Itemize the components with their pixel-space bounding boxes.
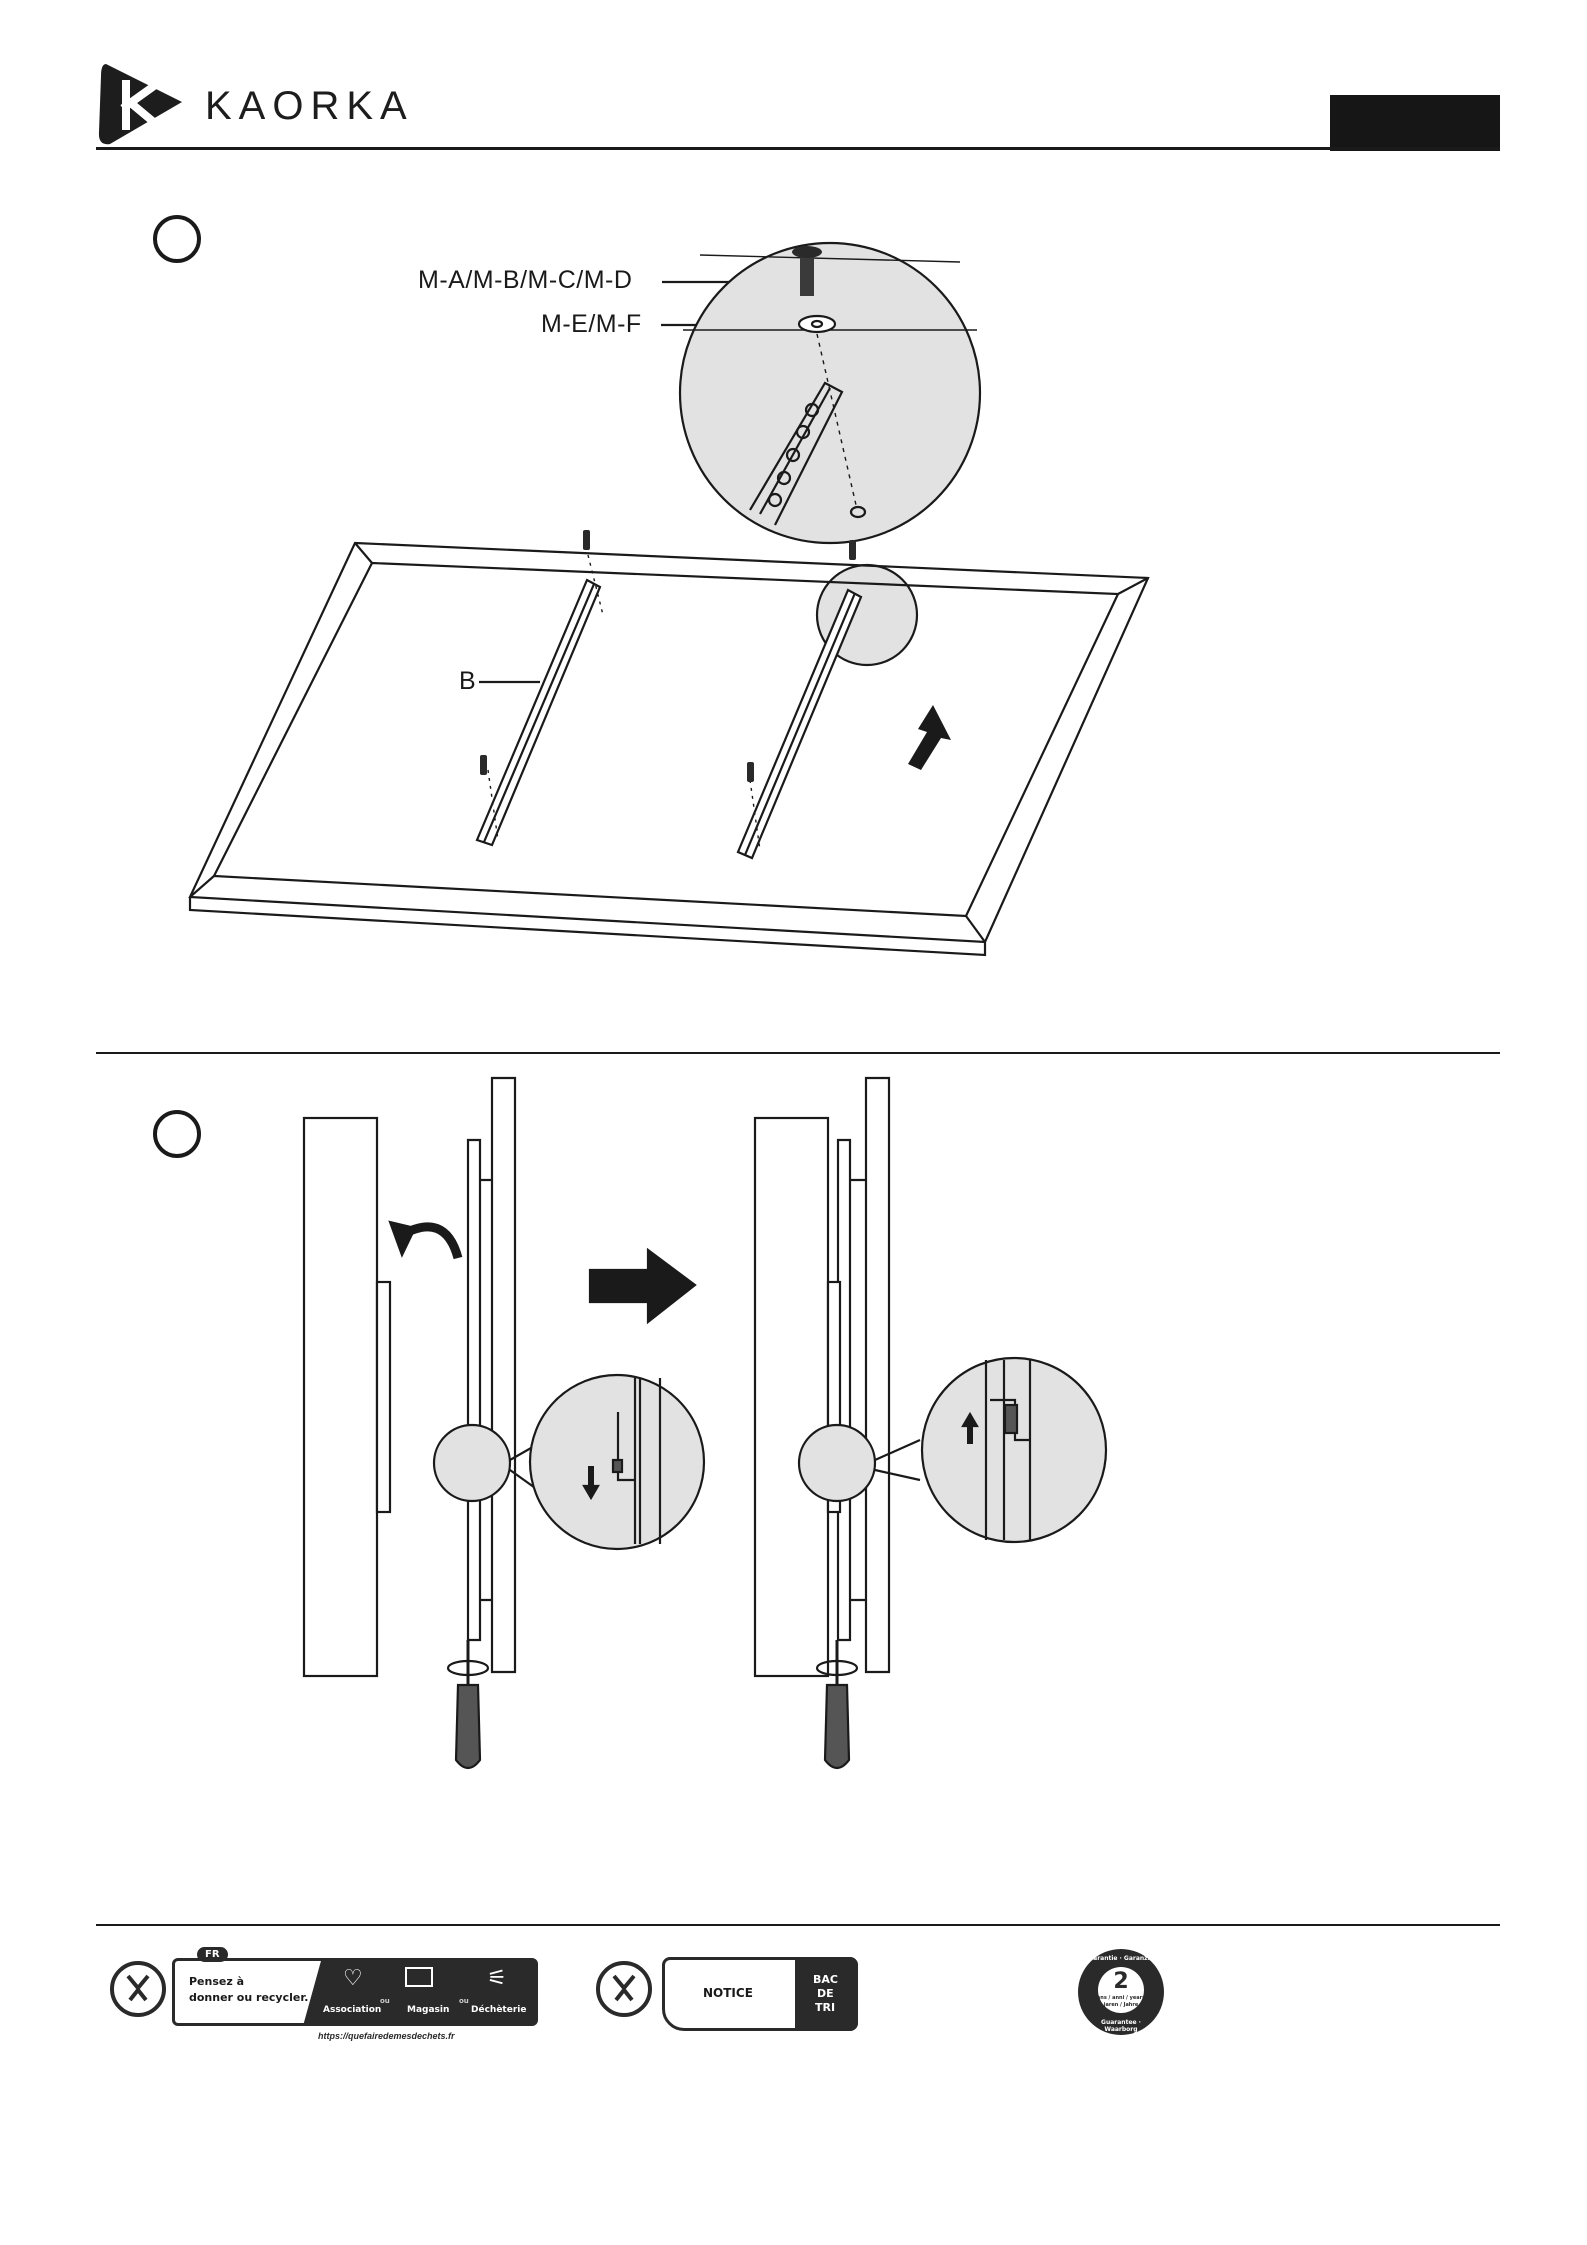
sorting-bin-icon: BAC DE TRI — [795, 1957, 858, 2031]
step-1-illustration — [0, 0, 1587, 1060]
section-divider-1 — [96, 1052, 1500, 1054]
option-association: Association — [323, 2005, 381, 2015]
warranty-units-2: jaren / Jahre — [1078, 2002, 1164, 2008]
option-magasin: Magasin — [407, 2005, 449, 2015]
or-separator-2: ou — [459, 1997, 469, 2005]
recycle-url[interactable]: https://quefairedemesdechets.fr — [318, 2031, 455, 2041]
warranty-ring-top: Garantie · Garanzia — [1084, 1955, 1158, 1962]
warranty-units: ans / anni / years — [1078, 1995, 1164, 2001]
warranty-number: 2 — [1078, 1969, 1164, 1994]
triman-recycle-icon-2 — [594, 1960, 654, 2018]
step-2-illustration — [0, 1060, 1587, 1790]
section-divider-2 — [96, 1924, 1500, 1926]
brush-icon: ⚟ — [487, 1965, 507, 1991]
heart-hand-icon: ♡ — [343, 1965, 363, 1991]
bin-line-2: DE — [817, 1987, 834, 2000]
shop-icon — [405, 1967, 433, 1987]
triman-recycle-icon — [108, 1960, 168, 2018]
bin-line-1: BAC — [813, 1973, 838, 1986]
recycle-message-line2: donner ou recycler. — [189, 1991, 308, 2004]
bin-line-3: TRI — [815, 2001, 835, 2014]
lang-tag-badge: FR — [197, 1947, 228, 1962]
notice-label: NOTICE — [703, 1986, 753, 2000]
warranty-ring-bottom: Guarantee · Waarborg — [1084, 2019, 1158, 2033]
recycle-message-line1: Pensez à — [189, 1975, 244, 1988]
notice-card: NOTICE BAC DE TRI — [662, 1957, 858, 2031]
or-separator-1: ou — [380, 1997, 390, 2005]
warranty-badge: Garantie · Garanzia 2 ans / anni / years… — [1078, 1949, 1164, 2035]
option-decheterie: Déchèterie — [471, 2005, 526, 2015]
recycle-card: FR Pensez à donner ou recycler. ♡ ⚟ ou o… — [172, 1958, 532, 2026]
